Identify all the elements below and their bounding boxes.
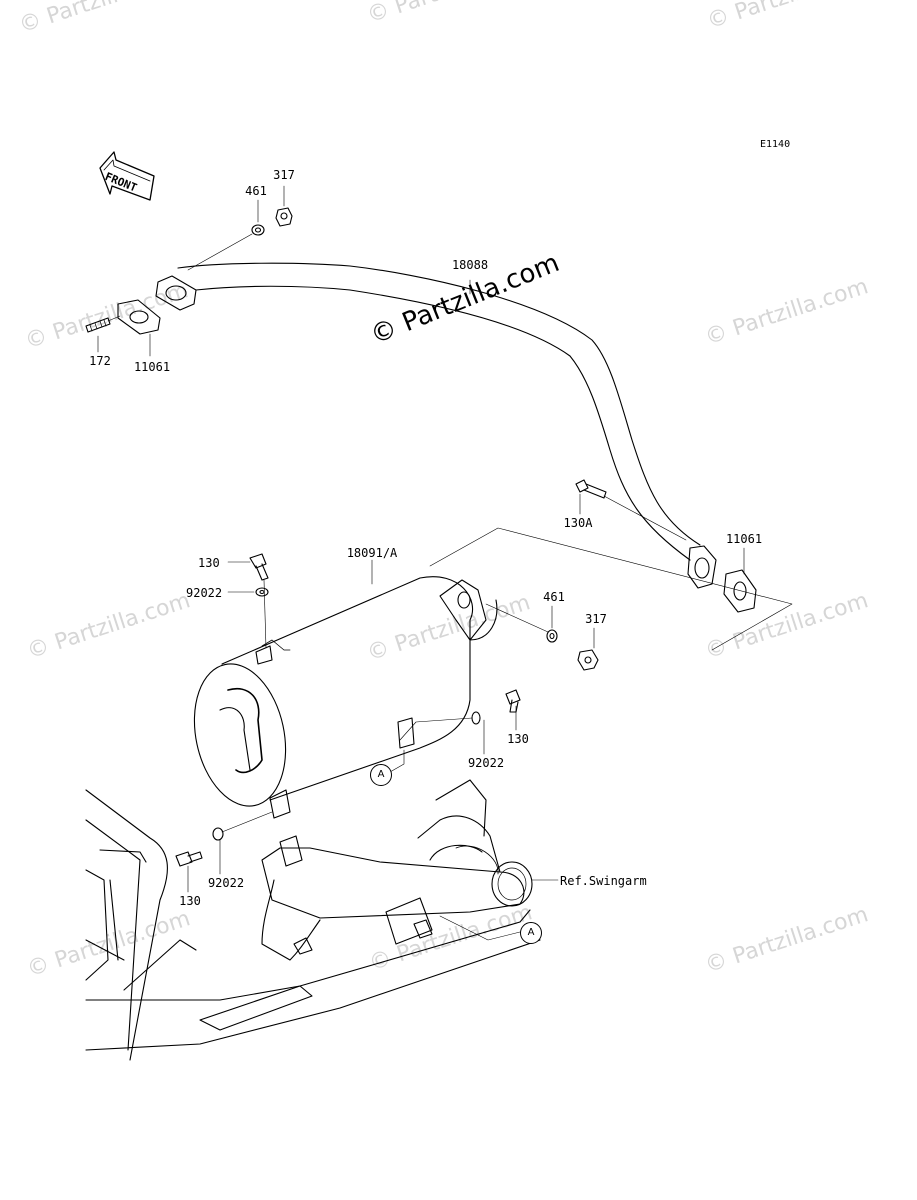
part-label-461-mid[interactable]: 461 xyxy=(543,590,565,604)
part-label-130-upper[interactable]: 130 xyxy=(198,556,220,570)
part-label-130-right[interactable]: 130 xyxy=(507,732,529,746)
part-label-130A[interactable]: 130A xyxy=(563,516,593,530)
part-label-92022-lower[interactable]: 92022 xyxy=(207,876,245,890)
nut-icon xyxy=(577,649,599,671)
part-label-18088[interactable]: 18088 xyxy=(451,258,489,272)
rear-gasket-icon xyxy=(723,569,757,613)
part-label-172[interactable]: 172 xyxy=(89,354,111,368)
muffler-icon xyxy=(193,576,498,819)
part-label-317-mid[interactable]: 317 xyxy=(585,612,607,626)
front-arrow-icon xyxy=(99,151,155,201)
washer-icon xyxy=(251,224,265,236)
callout-a-lower[interactable]: A xyxy=(520,922,542,944)
part-label-18091A[interactable]: 18091/A xyxy=(346,546,398,560)
part-label-317-top[interactable]: 317 xyxy=(273,168,295,182)
part-label-461-top[interactable]: 461 xyxy=(245,184,267,198)
bolt-icon xyxy=(249,553,269,649)
stud-icon xyxy=(85,315,121,333)
bolt-icon xyxy=(505,689,521,713)
diagram-id: E1140 xyxy=(760,139,791,150)
bolt-icon xyxy=(175,851,203,867)
callout-a-upper[interactable]: A xyxy=(370,764,392,786)
part-label-11061-front[interactable]: 11061 xyxy=(133,360,171,374)
washer-icon xyxy=(471,711,481,725)
part-label-130-lower[interactable]: 130 xyxy=(179,894,201,908)
washer-icon xyxy=(255,587,269,597)
frame-icon xyxy=(85,779,541,1061)
nut-icon xyxy=(275,207,293,227)
washer-icon xyxy=(546,629,558,643)
front-gasket-icon xyxy=(117,299,161,335)
part-label-11061-rear[interactable]: 11061 xyxy=(725,532,763,546)
part-label-92022-right[interactable]: 92022 xyxy=(467,756,505,770)
exhaust-pipe-icon xyxy=(155,262,717,589)
reference-swingarm-label[interactable]: Ref.Swingarm xyxy=(560,874,647,888)
bolt-icon xyxy=(575,479,687,541)
part-label-92022-upper[interactable]: 92022 xyxy=(186,586,223,600)
washer-icon xyxy=(212,827,224,841)
leader-lines xyxy=(97,185,745,941)
